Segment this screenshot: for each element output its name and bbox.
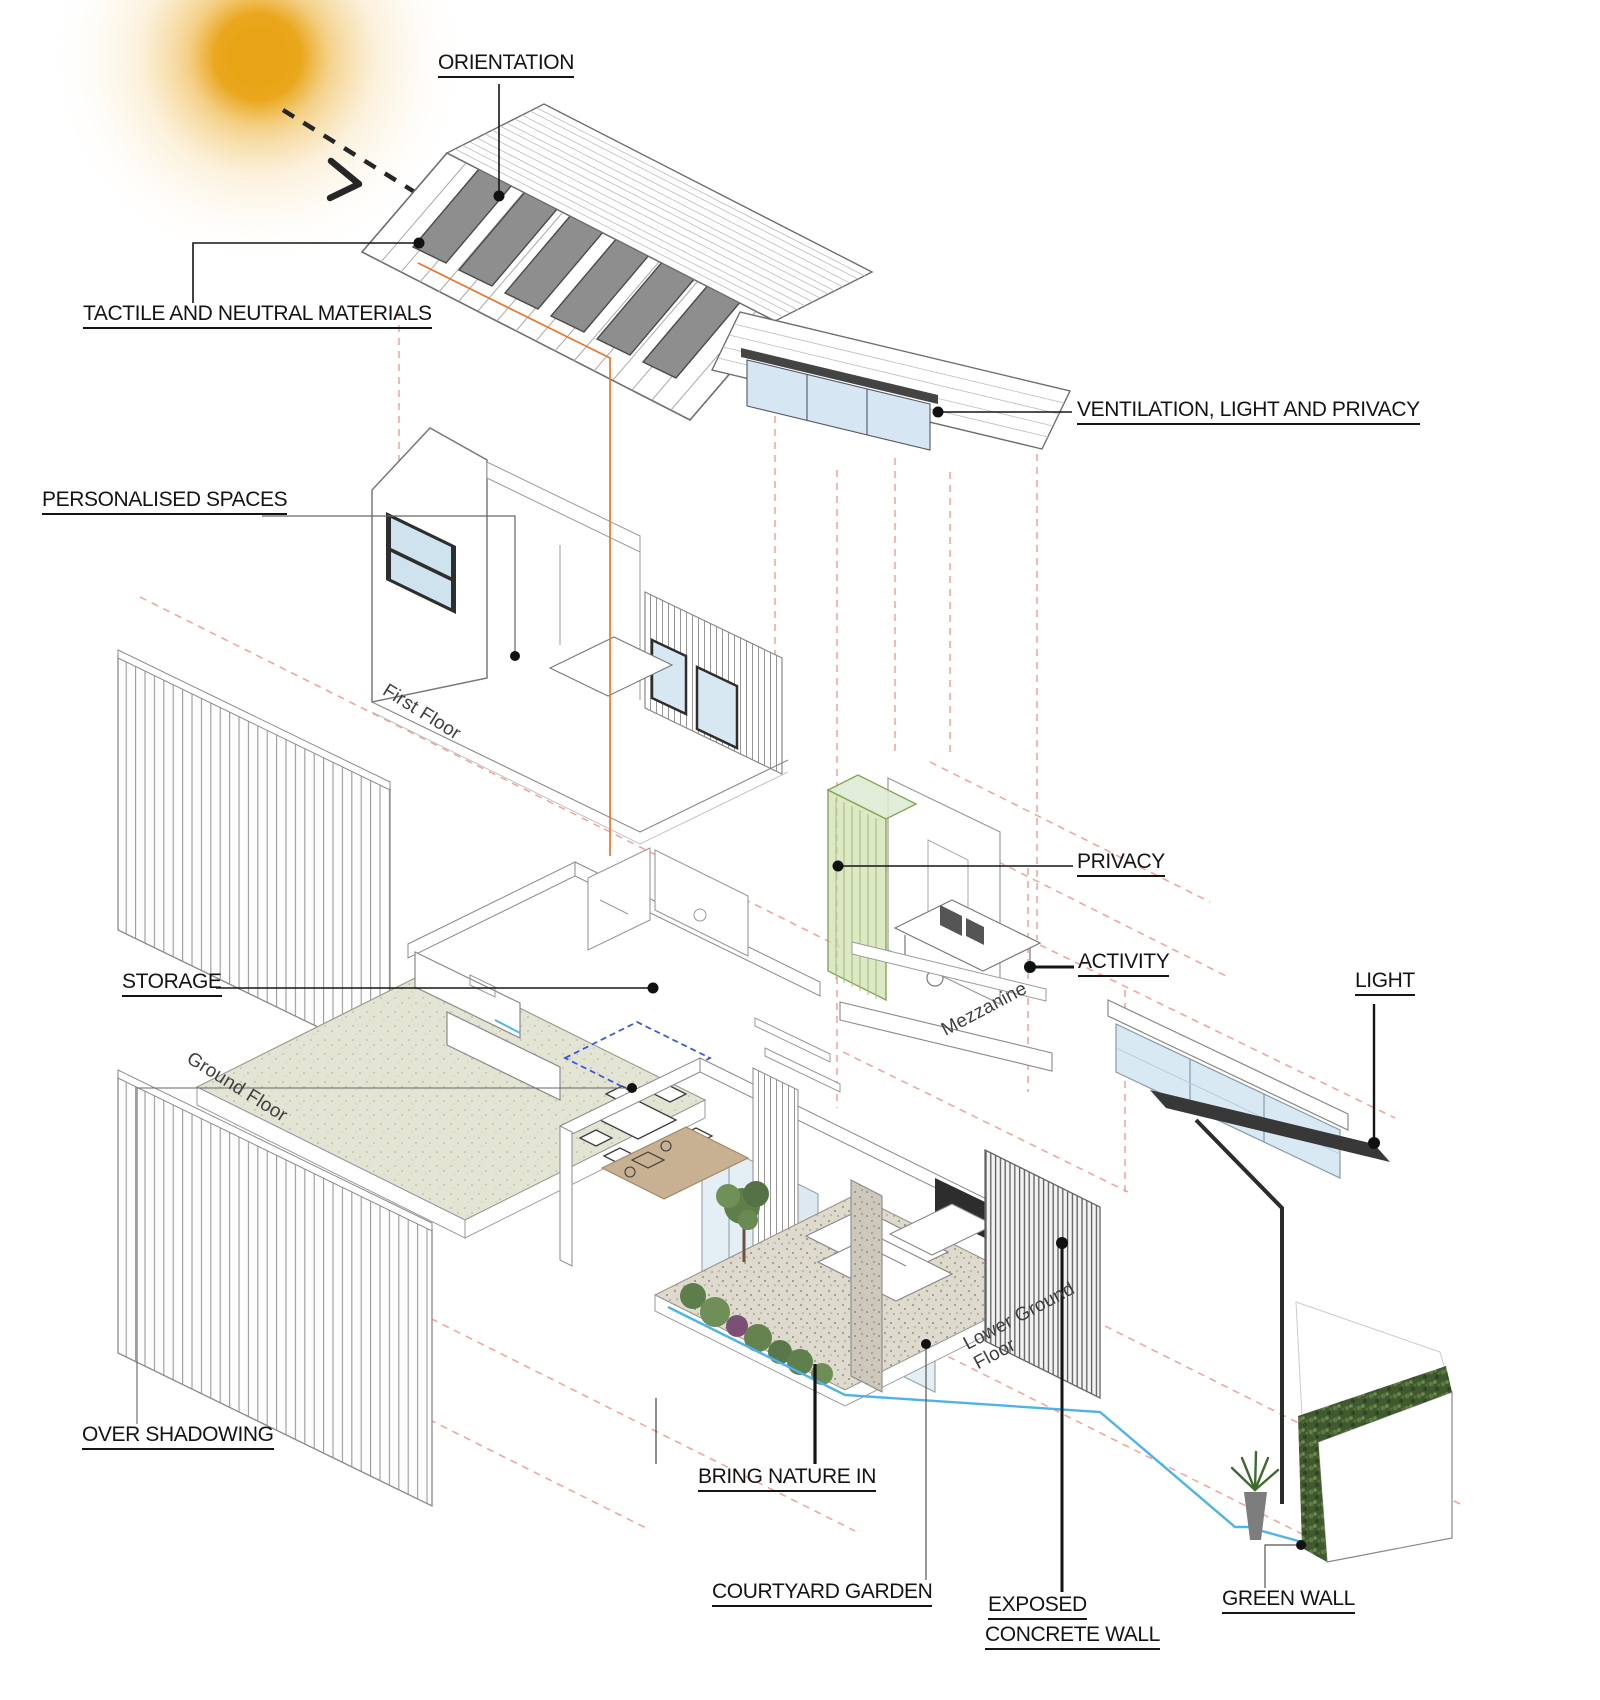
label-orientation: ORIENTATION [438,52,574,78]
privacy-leader [832,860,1073,872]
label-over-shadowing: OVER SHADOWING [82,1424,274,1450]
wall-shelves [754,1017,841,1093]
label-light: LIGHT [1355,970,1415,996]
plant-pot-icon [1230,1450,1280,1540]
label-courtyard-garden: COURTYARD GARDEN [712,1581,933,1607]
label-personalised-spaces: PERSONALISED SPACES [42,489,288,515]
label-activity: ACTIVITY [1078,951,1170,977]
first-floor-windows [650,638,739,750]
label-tactile-materials: TACTILE AND NEUTRAL MATERIALS [83,303,432,329]
fence-upper [117,649,391,1064]
label-storage: STORAGE [122,971,222,997]
light-path-line [1194,1118,1284,1504]
tactile-leader [192,237,425,303]
courtyard-tree [716,1181,769,1262]
bay-window-box [1107,999,1390,1179]
sun-icon [43,0,473,272]
label-bring-nature-in: BRING NATURE IN [698,1466,876,1492]
courtyard-garden-leader [921,1339,931,1580]
kitchen-counter [414,951,561,1101]
dining-highlight-diamond [563,1021,712,1095]
over-shadowing-leader [136,1083,637,1424]
exposed-concrete-wall [984,1148,1101,1400]
green-wall-leader [1264,1540,1306,1588]
lower-ground-group [559,1057,1101,1407]
roof-group [360,103,1072,451]
label-green-wall: GREEN WALL [1222,1588,1355,1614]
conduit-line [417,262,611,856]
roof-hatch [454,107,866,318]
storage-closet [587,847,651,951]
concrete-side-wall [850,1179,883,1393]
label-exposed-concrete-line1: EXPOSED [988,1594,1087,1620]
light-leader [1368,1004,1380,1149]
orientation-leader [493,84,505,202]
fence-lower [117,1069,433,1508]
bed [548,636,674,697]
label-privacy: PRIVACY [1077,851,1165,877]
activity-leader [1024,961,1074,973]
storage-leader [216,982,659,994]
bathroom [654,849,749,957]
ventilation-leader [932,406,1072,418]
clerestory-window [741,348,938,451]
first-floor-group [371,427,789,845]
label-exposed-concrete-line2: CONCRETE WALL [985,1624,1160,1650]
label-ventilation: VENTILATION, LIGHT AND PRIVACY [1077,399,1420,425]
leader-lines [136,84,1380,1592]
gable-window [386,512,456,614]
mezzanine-group [826,774,1053,1072]
bring-nature-leader [655,1364,817,1464]
green-wall-group [1295,1301,1453,1563]
water-line-end [1261,1529,1303,1544]
deck-terrace [600,1126,750,1200]
exposed-concrete-leader [1056,1237,1068,1592]
personalised-leader [262,515,520,661]
mezzanine-desk [893,899,1042,987]
water-line [667,1305,1258,1529]
